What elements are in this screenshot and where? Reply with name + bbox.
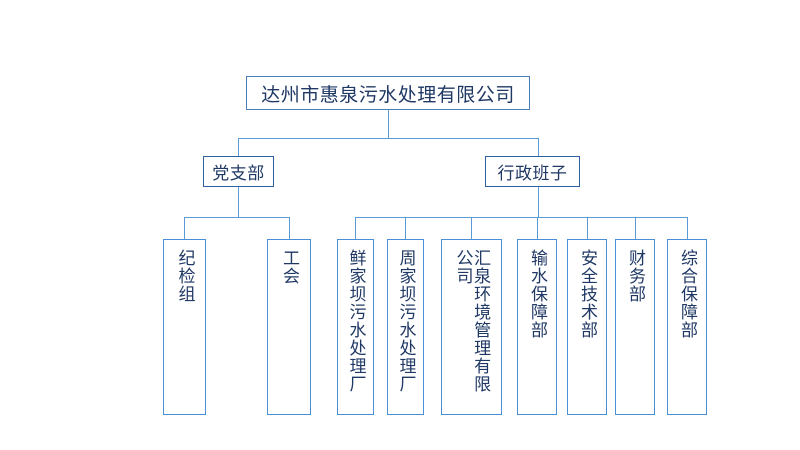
org-node-label: 综合保障部 (678, 249, 697, 339)
connector-admin-drop-2 (405, 217, 406, 239)
org-node-party-branch[interactable]: 党支部 (203, 156, 274, 187)
connector-admin-bus (355, 217, 687, 218)
connector-party-stem (238, 187, 239, 217)
org-node-xianjiaba-plant[interactable]: 鲜家坝污水处理厂 (337, 239, 374, 415)
connector-admin-drop-4 (537, 217, 538, 239)
org-node-water-transmission[interactable]: 输水保障部 (517, 239, 557, 415)
org-node-label: 工会 (280, 249, 299, 285)
org-node-label: 安全技术部 (578, 249, 597, 339)
connector-admin-drop-7 (687, 217, 688, 239)
org-node-label: 周家坝污水处理厂 (396, 249, 416, 393)
connector-party-drop-1 (184, 217, 185, 239)
org-node-label: 鲜家坝污水处理厂 (346, 249, 366, 393)
org-node-labor-union[interactable]: 工会 (267, 239, 311, 415)
connector-party-bus (184, 217, 289, 218)
connector-to-party (238, 138, 239, 156)
connector-admin-drop-6 (635, 217, 636, 239)
org-node-admin-team[interactable]: 行政班子 (485, 156, 580, 187)
org-node-label: 纪检组 (175, 249, 195, 303)
connector-party-drop-2 (289, 217, 290, 239)
org-node-label: 输水保障部 (528, 249, 547, 339)
connector-admin-drop-5 (587, 217, 588, 239)
connector-admin-drop-3 (471, 217, 472, 239)
connector-admin-stem (538, 187, 539, 217)
org-node-zhoujiaba-plant[interactable]: 周家坝污水处理厂 (387, 239, 424, 415)
connector-admin-drop-1 (355, 217, 356, 239)
org-node-finance[interactable]: 财务部 (615, 239, 655, 415)
org-node-label: 财务部 (626, 249, 645, 303)
org-node-discipline-inspection[interactable]: 纪检组 (163, 239, 206, 415)
org-node-root[interactable]: 达州市惠泉污水处理有限公司 (246, 76, 530, 110)
org-node-label: 汇泉环境管理有限公司 (453, 249, 491, 393)
connector-to-admin (538, 138, 539, 156)
org-node-safety-technology[interactable]: 安全技术部 (567, 239, 607, 415)
org-node-general-support[interactable]: 综合保障部 (667, 239, 707, 415)
org-node-huiquan-environment[interactable]: 汇泉环境管理有限公司 (441, 239, 502, 415)
connector-root-stem (388, 110, 389, 138)
connector-level2-bus (238, 138, 538, 139)
